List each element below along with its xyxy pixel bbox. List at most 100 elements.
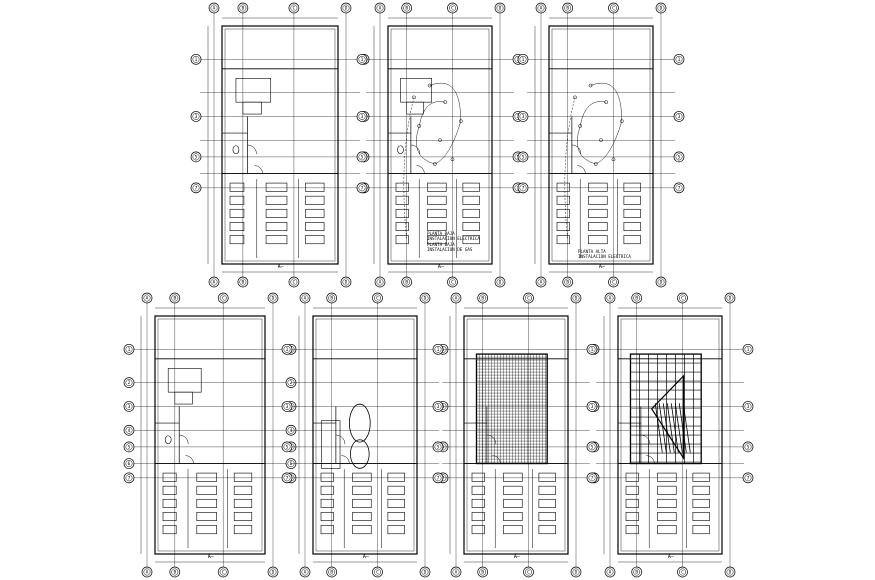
paving-block	[305, 208, 325, 218]
grid-bubble-label: D	[729, 570, 732, 576]
grid-bubble-inner	[525, 568, 532, 576]
paving-block	[462, 208, 480, 218]
grid-bubble-label: 4	[290, 428, 293, 434]
paving-block	[556, 235, 570, 245]
paving-block	[538, 472, 556, 482]
grid-bubble-label: C	[222, 570, 225, 576]
grid-bubble-left	[356, 151, 368, 163]
paving-block	[538, 498, 556, 508]
grid-bubble-label: D	[660, 6, 663, 12]
grid-bubble-inner	[219, 294, 227, 302]
stair-box	[321, 420, 341, 469]
grid-bubble-inner	[679, 568, 686, 576]
section-marker: A—	[208, 554, 215, 560]
grid-bubble-inner	[239, 278, 247, 286]
grid-bubble-label: B	[481, 570, 484, 576]
grid-bubble-label: A	[540, 6, 543, 12]
light-fixture	[427, 83, 432, 88]
grid-bubble-inner	[342, 278, 350, 286]
grid-bubble-inner	[192, 184, 200, 192]
grid-bubble-left	[356, 182, 368, 194]
paving-block	[305, 182, 325, 192]
paving-block	[229, 195, 245, 205]
grid-bubble-inner	[376, 4, 384, 12]
grid-bubble-label: 6	[128, 461, 131, 467]
grid-bubble-bottom	[288, 276, 300, 288]
grid-bubble-left	[123, 343, 135, 355]
section-marker: A—	[278, 264, 285, 270]
grid-bubble-left	[586, 441, 598, 453]
grid-bubble-bottom	[217, 566, 229, 578]
grid-bubble-inner	[744, 402, 752, 410]
grid-bubble-inner	[342, 4, 350, 12]
paving-block	[229, 222, 245, 231]
roof-hatch	[682, 403, 691, 453]
grid-bubble-bottom	[450, 566, 462, 578]
paving-block	[623, 195, 641, 205]
paving-block	[395, 182, 409, 192]
grid-bubble-top	[631, 292, 643, 304]
grid-bubble-bottom	[372, 566, 383, 578]
grid-bubble-left	[190, 111, 202, 122]
paving-block	[692, 525, 710, 535]
grid-bubble-inner	[192, 55, 200, 63]
grid-bubble-inner	[434, 345, 442, 353]
paving-block	[265, 208, 288, 218]
grid-bubble-top	[299, 292, 311, 304]
grid-bubble-bottom	[267, 566, 279, 578]
plan-3-title: PLANTA ALTA	[578, 249, 606, 254]
section-marker: A—	[599, 264, 606, 270]
grid-bubble-top	[535, 2, 547, 14]
grid-bubble-inner	[171, 568, 179, 576]
roof-hatch	[654, 403, 663, 453]
outer-wall	[548, 25, 654, 265]
grid-bubble-label: C	[293, 280, 296, 286]
plan-labels: PLANTA BAJA INSTALACION ELECTRICA PLANTA…	[427, 231, 631, 259]
grid-bubble-top	[570, 292, 582, 304]
paving-block	[471, 512, 485, 521]
grid-bubble-label: 5	[128, 445, 131, 451]
paving-block	[625, 472, 639, 482]
paving-block	[162, 498, 177, 508]
grid-bubble-bottom	[677, 566, 688, 578]
grid-bubble-bottom	[494, 276, 506, 288]
grid-bubble-top	[208, 2, 220, 14]
grid-bubble-top	[419, 292, 431, 304]
grid-bubble-top	[477, 292, 489, 304]
toilet	[164, 435, 172, 445]
grid-bubble-inner	[537, 278, 545, 286]
paving-block	[352, 512, 372, 521]
grid-bubble-label: A	[213, 6, 216, 12]
inner-wall-line	[224, 28, 336, 262]
grid-bubble-top	[523, 292, 534, 304]
light-fixture	[438, 138, 442, 143]
grid-bubble-label: 7	[286, 475, 289, 481]
paving-block	[503, 512, 523, 521]
grid-bubble-left	[281, 472, 293, 484]
kitchen-island	[174, 391, 193, 405]
grid-bubble-label: 1	[591, 347, 594, 353]
grid-bubble-bottom	[535, 276, 547, 288]
roof-hatch	[670, 403, 679, 453]
grid-bubble-label: D	[345, 280, 348, 286]
paving-block	[305, 235, 325, 245]
grid-bubble-inner	[283, 345, 291, 353]
grid-bubble-inner	[171, 294, 179, 302]
grid-bubble-left	[281, 401, 293, 412]
grid-bubble-label: 1	[361, 57, 364, 63]
light-fixture	[604, 100, 609, 105]
grid-bubble-inner	[358, 112, 366, 120]
paving-block	[427, 208, 447, 218]
grid-bubble-top	[288, 2, 300, 14]
paving-block	[395, 222, 409, 231]
grid-bubble-inner	[449, 278, 456, 286]
grid-bubble-inner	[519, 184, 527, 192]
grid-bubble-inner	[633, 568, 641, 576]
grid-bubble-label: 7	[128, 475, 131, 481]
paving-block	[471, 525, 485, 535]
grid-bubble-inner	[210, 278, 218, 286]
grid-bubble-inner	[610, 4, 617, 12]
grid-bubble-bottom	[570, 566, 582, 578]
paving-block	[538, 485, 556, 495]
